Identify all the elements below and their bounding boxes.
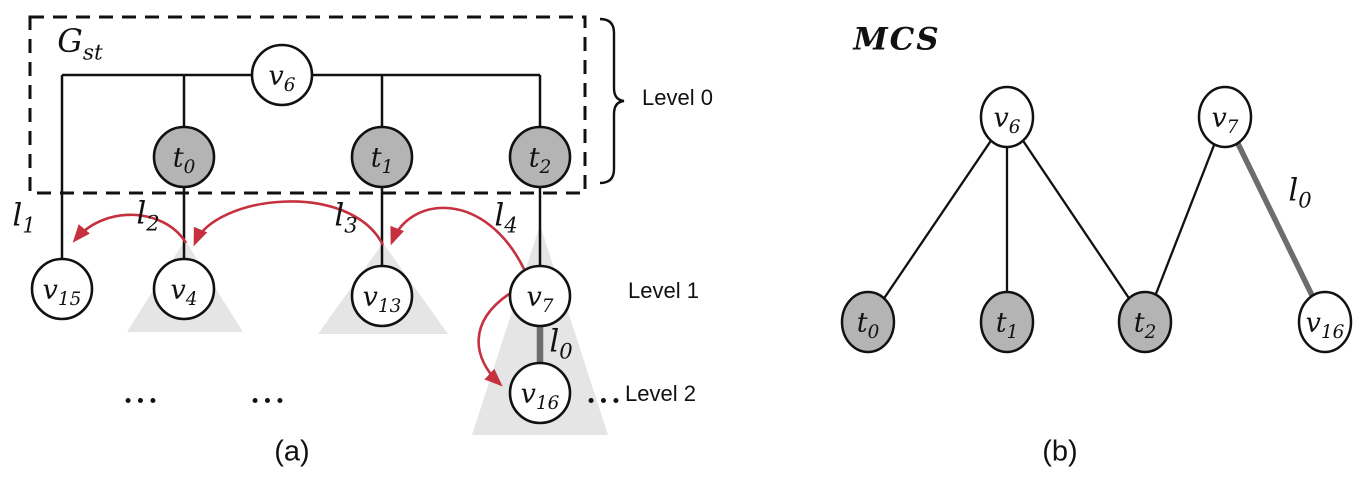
node-label-v7-a: v7 bbox=[526, 281, 554, 317]
node-label-v16-b: v16 bbox=[1305, 307, 1345, 343]
edge-v6-t0-b bbox=[867, 116, 1008, 323]
node-t2-a bbox=[508, 125, 572, 189]
mcs-title: MCS bbox=[853, 21, 941, 58]
ellipsis-3: ... bbox=[586, 378, 624, 410]
node-v13-a bbox=[350, 264, 414, 328]
ellipsis-2: ... bbox=[250, 378, 288, 410]
node-v4-a bbox=[152, 257, 216, 321]
edge-v6-t2-b bbox=[1006, 116, 1146, 323]
level0-label: Level 0 bbox=[642, 85, 713, 110]
ellipsis-1: ... bbox=[123, 378, 161, 410]
caption-a: (a) bbox=[274, 435, 310, 468]
edge-label-l0-b: l0 bbox=[1288, 172, 1312, 213]
node-v15-a bbox=[30, 257, 94, 321]
node-label-v7-b: v7 bbox=[1211, 102, 1239, 138]
edge-label-l1: l1 bbox=[12, 197, 36, 238]
node-label-v13-a: v13 bbox=[362, 281, 402, 317]
node-label-v6-a: v6 bbox=[268, 60, 296, 96]
node-v7-a bbox=[508, 264, 572, 328]
node-label-t0-a: t0 bbox=[172, 142, 196, 178]
node-v6-a bbox=[250, 43, 314, 107]
node-v7-b bbox=[1197, 85, 1253, 149]
edge-label-l4: l4 bbox=[494, 197, 518, 238]
node-t1-b bbox=[979, 290, 1035, 354]
node-label-v15-a: v15 bbox=[42, 274, 82, 310]
node-label-t1-a: t1 bbox=[370, 142, 394, 178]
node-label-t2-b: t2 bbox=[1133, 307, 1157, 343]
edge-label-l0-a: l0 bbox=[549, 323, 573, 364]
red-arc-l4-to-v13 bbox=[390, 206, 526, 270]
edge-v7-t2-b bbox=[1143, 116, 1227, 323]
level0-brace bbox=[599, 17, 625, 185]
graph-label-gst: Gst bbox=[57, 22, 103, 66]
caption-b: (b) bbox=[1042, 435, 1078, 468]
node-t0-b bbox=[840, 290, 896, 354]
node-v16-b bbox=[1297, 290, 1353, 354]
level0-dashed-box bbox=[28, 15, 587, 195]
node-label-v16-a: v16 bbox=[520, 378, 560, 414]
edge-label-l3: l3 bbox=[334, 197, 358, 238]
node-v16-a bbox=[508, 361, 572, 425]
node-label-t2-a: t2 bbox=[528, 142, 552, 178]
red-arc-l2-to-v15 bbox=[72, 213, 188, 244]
edge-label-l2: l2 bbox=[136, 195, 160, 236]
node-t1-a bbox=[350, 125, 414, 189]
node-label-t0-b: t0 bbox=[856, 307, 880, 343]
node-label-v4-a: v4 bbox=[170, 274, 198, 310]
edge-v7-v16-thick-b bbox=[1222, 115, 1328, 324]
node-label-v6-b: v6 bbox=[993, 102, 1021, 138]
node-t2-b bbox=[1117, 290, 1173, 354]
node-label-t1-b: t1 bbox=[995, 307, 1019, 343]
red-arc-v7-to-v16 bbox=[477, 292, 510, 387]
level1-label: Level 1 bbox=[628, 278, 699, 303]
red-arc-l3-to-v4 bbox=[193, 200, 385, 247]
level2-label: Level 2 bbox=[625, 381, 696, 406]
node-v6-b bbox=[979, 85, 1035, 149]
node-t0-a bbox=[152, 125, 216, 189]
